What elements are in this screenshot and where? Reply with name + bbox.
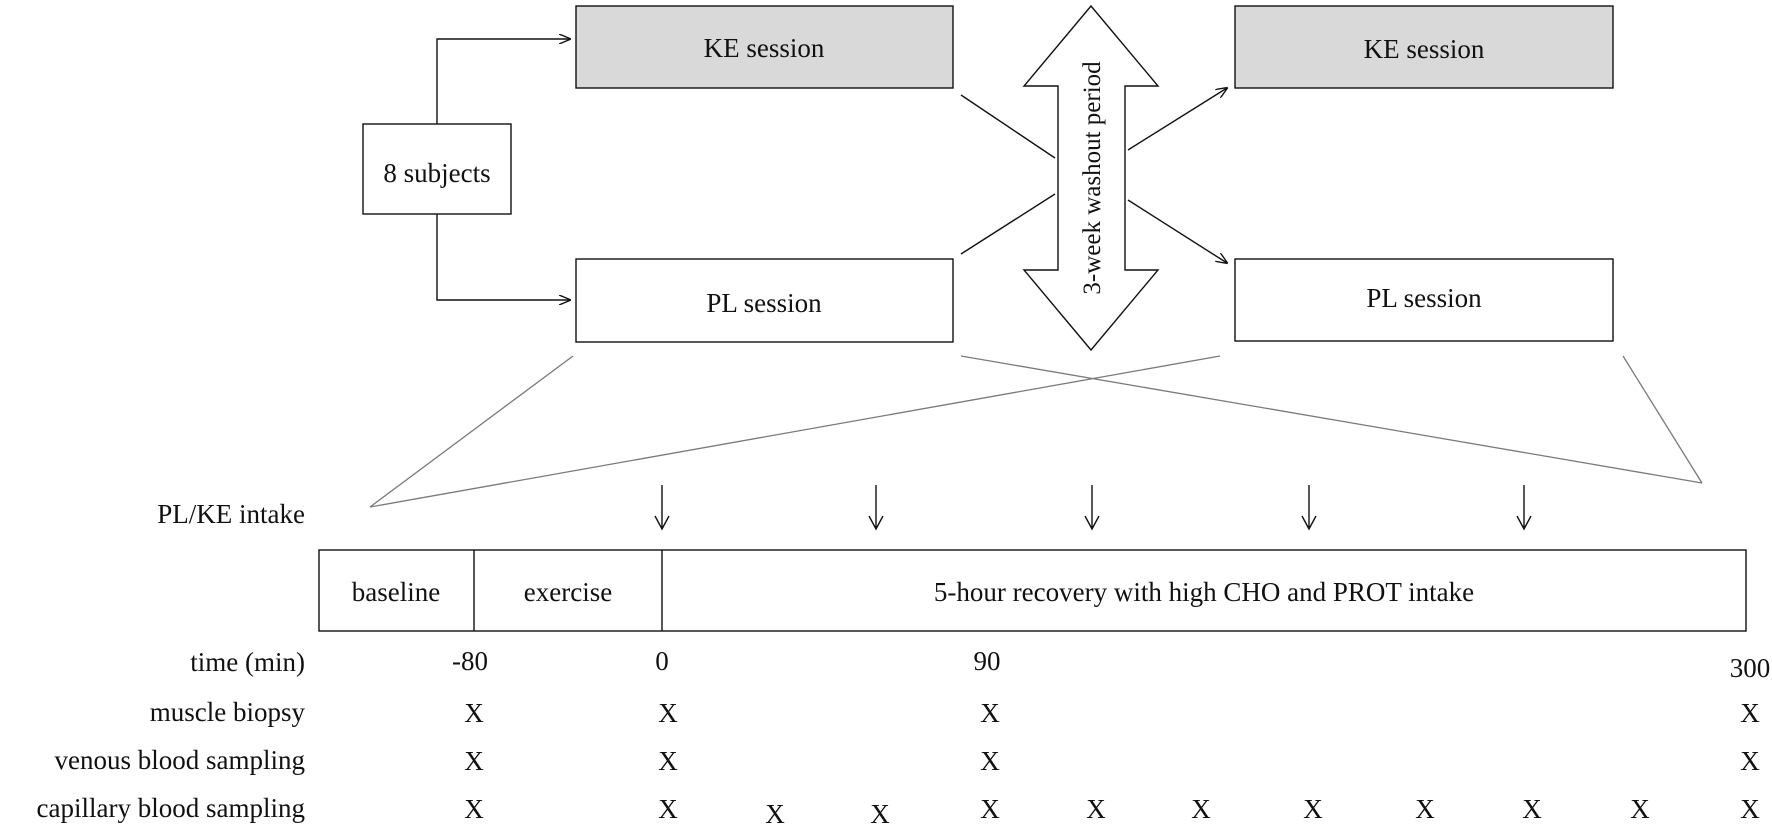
sample-mark: X [658, 698, 678, 728]
sample-mark: X [464, 746, 484, 776]
sample-mark: X [658, 746, 678, 776]
exercise-segment: exercise [524, 577, 612, 607]
intake-arrow [1084, 485, 1100, 531]
crossover-design: 8 subjects KE session PL session 3-week … [362, 4, 1703, 508]
sample-mark: X [1740, 698, 1760, 728]
intake-arrow [654, 485, 670, 531]
sample-mark: X [1740, 794, 1760, 824]
ke-session-left-label: KE session [704, 33, 825, 63]
sample-mark: X [980, 794, 1000, 824]
intake-label: PL/KE intake [157, 499, 305, 529]
washout-label: 3-week washout period [1079, 61, 1106, 295]
sample-mark: X [765, 799, 785, 827]
session-timeline: PL/KE intake baseline exercise 5-hour re… [37, 485, 1771, 827]
row-label-muscle-biopsy: muscle biopsy [150, 697, 306, 727]
time-tick: 0 [655, 646, 669, 676]
pl-session-left-box [575, 258, 954, 343]
subjects-label: 8 subjects [383, 158, 490, 188]
sample-mark: X [1191, 794, 1211, 824]
time-label: time (min) [190, 647, 305, 677]
washout-double-arrow [1022, 4, 1160, 352]
sample-mark: X [464, 698, 484, 728]
row-label-venous-blood: venous blood sampling [55, 745, 306, 775]
sample-mark: X [1086, 794, 1106, 824]
sample-mark: X [980, 746, 1000, 776]
sample-mark: X [658, 794, 678, 824]
pl-session-right-label: PL session [1366, 283, 1482, 313]
subjects-box [362, 123, 512, 215]
baseline-segment: baseline [352, 577, 440, 607]
intake-arrow [1516, 485, 1532, 531]
arrow-to-ke-right [1127, 88, 1227, 151]
time-tick: 300 [1730, 653, 1771, 683]
recovery-segment: 5-hour recovery with high CHO and PROT i… [934, 577, 1474, 607]
cross-line-ke [960, 94, 1056, 159]
time-tick: -80 [452, 646, 488, 676]
zoom-line-1 [369, 355, 574, 508]
sample-mark: X [980, 698, 1000, 728]
ke-session-right-box [1234, 5, 1614, 89]
sample-mark: X [1415, 794, 1435, 824]
sample-mark: X [1630, 794, 1650, 824]
pl-session-left-label: PL session [706, 288, 822, 318]
sample-mark: X [870, 799, 890, 827]
zoom-line-2 [960, 355, 1703, 484]
pl-session-right-box [1234, 258, 1614, 342]
intake-arrow [868, 485, 884, 531]
intake-arrows [654, 485, 1532, 531]
sample-mark: X [1303, 794, 1323, 824]
ke-session-right-label: KE session [1364, 34, 1485, 64]
zoom-line-3 [369, 355, 1221, 508]
sample-mark: X [1522, 794, 1542, 824]
sample-mark: X [1740, 746, 1760, 776]
ke-session-left-box [575, 5, 954, 89]
sample-mark: X [464, 794, 484, 824]
cross-line-pl [960, 193, 1056, 255]
arrow-to-pl-right [1127, 199, 1227, 263]
intake-arrow [1301, 485, 1317, 531]
timeline-bar [318, 549, 1747, 632]
arrow-to-ke-left [436, 39, 570, 124]
arrow-to-pl-left [436, 214, 570, 300]
time-tick: 90 [974, 646, 1001, 676]
row-label-capillary-blood: capillary blood sampling [37, 793, 305, 823]
zoom-line-4 [1622, 355, 1703, 484]
